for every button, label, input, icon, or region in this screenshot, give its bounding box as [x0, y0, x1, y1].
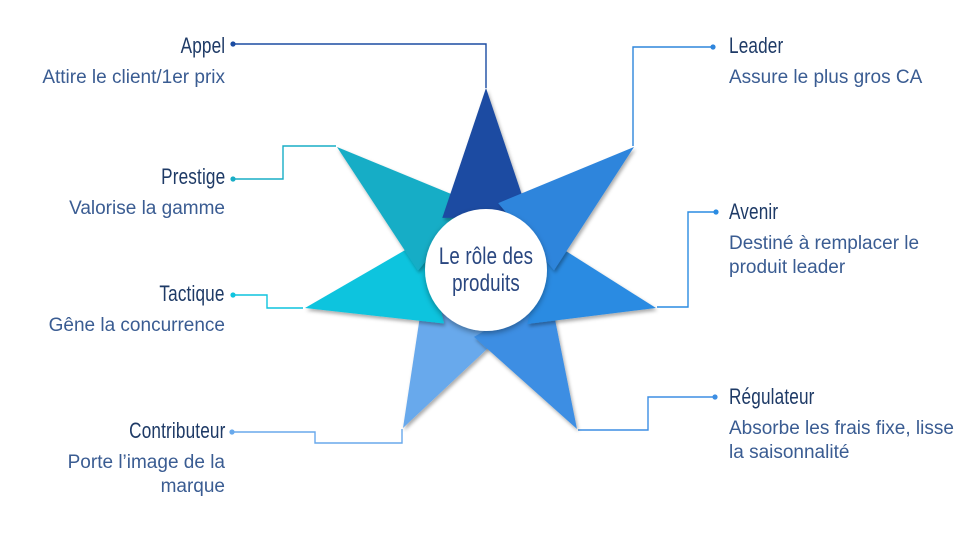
- spoke-desc-regulateur: Absorbe les frais fixe, lisse la saisonn…: [729, 418, 954, 463]
- spoke-desc-contributeur: Porte l’image de la marque: [67, 452, 225, 497]
- spoke-title-avenir: Avenir: [729, 199, 779, 224]
- connector-leader: [632, 46, 713, 146]
- spoke-title-appel: Appel: [180, 33, 225, 58]
- spoke-desc-appel: Attire le client/1er prix: [42, 67, 225, 88]
- connector-avenir: [657, 211, 716, 308]
- spoke-desc-avenir: Destiné à remplacer le produit leader: [729, 233, 920, 278]
- connector-dots: [229, 41, 719, 435]
- connector-dot: [229, 429, 235, 435]
- connector-dot: [712, 394, 718, 400]
- spike-appel: [442, 88, 530, 218]
- connector-lines: [232, 43, 716, 444]
- label-contributeur: Contributeur Porte l’image de la marque: [20, 418, 225, 499]
- center-label: Le rôle des produits: [386, 243, 586, 297]
- connector-tactique: [233, 294, 303, 309]
- connector-dot: [230, 292, 236, 298]
- connector-dot: [710, 44, 716, 50]
- spoke-desc-tactique: Gêne la concurrence: [48, 315, 225, 336]
- label-regulateur: Régulateur Absorbe les frais fixe, lisse…: [729, 384, 954, 465]
- spoke-title-tactique: Tactique: [159, 281, 225, 306]
- connector-dot: [230, 176, 236, 182]
- center-circle: [425, 209, 547, 331]
- label-leader: Leader Assure le plus gros CA: [729, 33, 922, 90]
- spoke-title-leader: Leader: [729, 33, 784, 58]
- label-appel: Appel Attire le client/1er prix: [42, 33, 225, 90]
- center-label-line1: Le rôle des: [438, 243, 534, 270]
- spoke-desc-leader: Assure le plus gros CA: [729, 67, 923, 88]
- spoke-title-contributeur: Contributeur: [128, 418, 225, 443]
- center-label-line2: produits: [452, 270, 520, 297]
- spoke-title-prestige: Prestige: [160, 164, 225, 189]
- connector-regulateur: [578, 396, 715, 431]
- connector-prestige: [233, 145, 336, 180]
- connector-dot: [230, 41, 236, 47]
- label-tactique: Tactique Gêne la concurrence: [49, 281, 225, 338]
- spike-tactique: [305, 238, 444, 324]
- label-avenir: Avenir Destiné à remplacer le produit le…: [729, 199, 954, 280]
- connector-dot: [713, 209, 719, 215]
- label-prestige: Prestige Valorise la gamme: [69, 164, 225, 221]
- connector-appel: [233, 43, 487, 88]
- connector-contributeur: [232, 429, 403, 444]
- spoke-title-regulateur: Régulateur: [729, 384, 815, 409]
- spoke-desc-prestige: Valorise la gamme: [69, 198, 225, 219]
